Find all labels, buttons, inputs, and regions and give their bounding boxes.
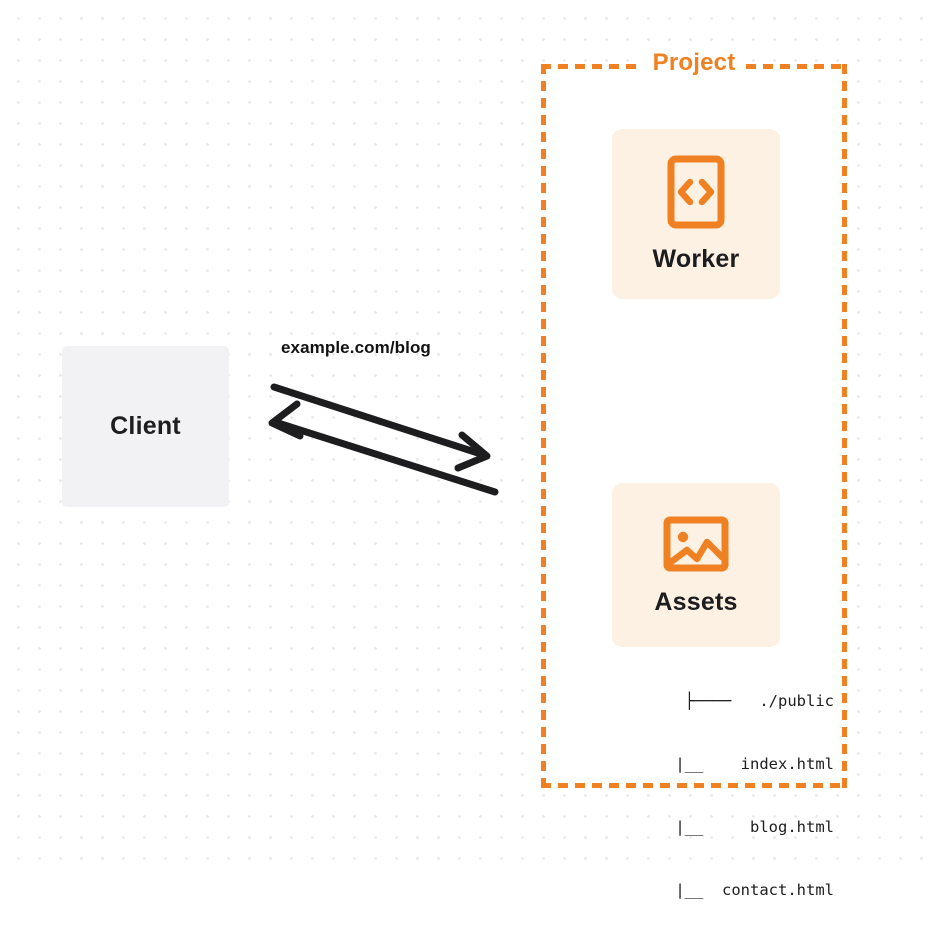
project-border-right — [842, 64, 847, 788]
client-node[interactable]: Client — [62, 346, 229, 507]
project-border-top-left — [541, 64, 642, 69]
assets-node-label: Assets — [654, 587, 738, 616]
project-container: Project Worker Assets ├──── ./public |__… — [541, 49, 847, 899]
worker-node[interactable]: Worker — [612, 129, 780, 299]
project-title: Project — [646, 49, 742, 77]
response-arrow — [268, 400, 499, 496]
request-arrow — [270, 383, 491, 472]
client-node-label: Client — [110, 412, 181, 440]
project-border-top-right — [746, 64, 847, 69]
project-border-left — [541, 64, 546, 788]
code-document-icon — [667, 155, 725, 228]
file-tree-row-root: ├──── ./public — [684, 692, 834, 710]
assets-node[interactable]: Assets — [612, 483, 780, 647]
connection-url-label: example.com/blog — [281, 338, 431, 357]
file-tree-row-blog: |__ blog.html — [647, 818, 834, 836]
file-tree-row-index: |__ index.html — [647, 755, 834, 773]
worker-node-label: Worker — [652, 244, 740, 273]
image-icon — [663, 516, 729, 571]
assets-file-tree: ├──── ./public |__ index.html |__ blog.h… — [586, 649, 834, 943]
file-tree-row-contact: |__ contact.html — [647, 881, 834, 899]
diagram-canvas: Client example.com/blog Project — [0, 0, 938, 899]
project-border-bottom — [541, 783, 847, 788]
